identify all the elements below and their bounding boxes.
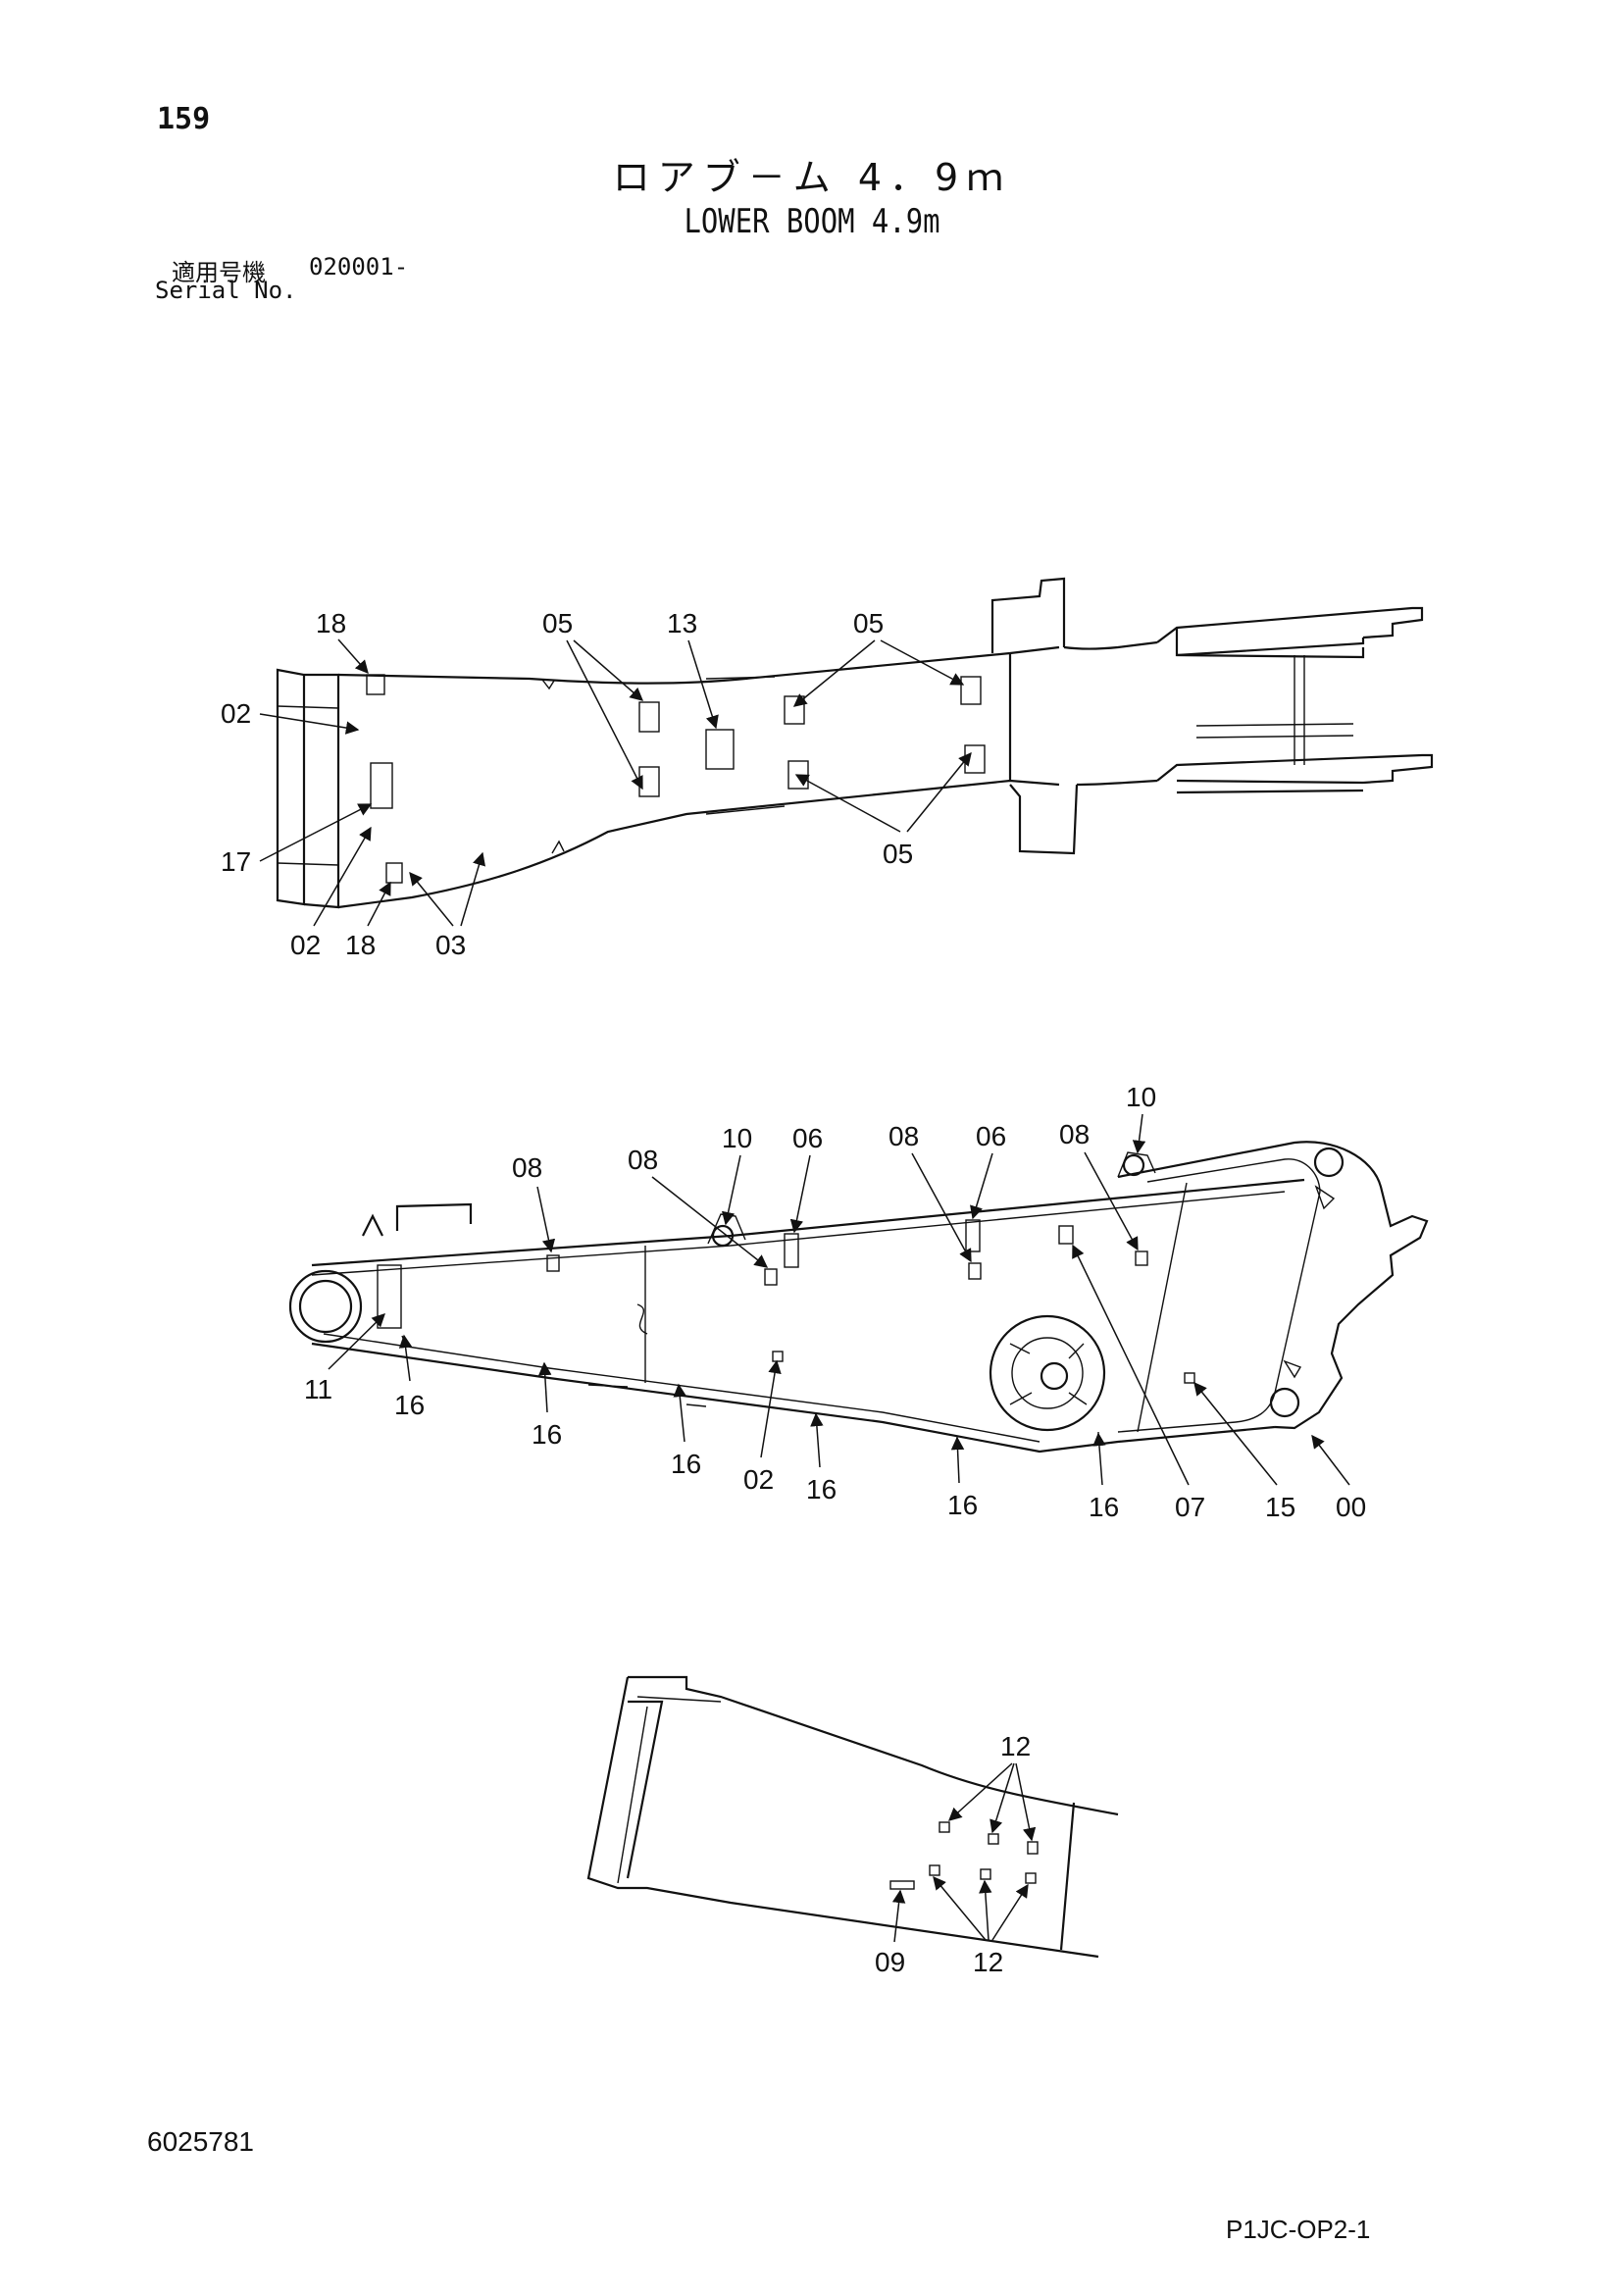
callout-12-top: 12 xyxy=(1000,1731,1031,1761)
callout-18-top: 18 xyxy=(316,608,346,638)
callout-16-d: 16 xyxy=(806,1474,837,1505)
callout-02-side: 02 xyxy=(743,1464,774,1495)
callout-12-bottom: 12 xyxy=(973,1947,1003,1977)
document-number: 6025781 xyxy=(147,2126,255,2157)
callout-15: 15 xyxy=(1265,1492,1295,1522)
detail-view-drawing xyxy=(586,1675,1119,1959)
callout-02-top: 02 xyxy=(221,698,251,729)
callout-10-left: 10 xyxy=(722,1123,752,1153)
callout-16-e: 16 xyxy=(947,1490,978,1520)
side-view-callouts: 10 08 08 10 06 08 06 08 11 16 16 16 02 1… xyxy=(304,1082,1366,1522)
callout-00: 00 xyxy=(1336,1492,1366,1522)
callout-17: 17 xyxy=(221,846,251,877)
detail-view-callouts: 12 09 12 xyxy=(875,1731,1037,1977)
callout-02-bottom: 02 xyxy=(290,930,321,960)
serial-value: 020001- xyxy=(309,253,409,281)
callout-05-b: 05 xyxy=(853,608,884,638)
callout-06-b: 06 xyxy=(976,1121,1006,1151)
callout-08-d: 08 xyxy=(1059,1119,1090,1149)
callout-05-a: 05 xyxy=(542,608,573,638)
top-view-drawing xyxy=(276,577,1434,909)
page-title-en: LOWER BOOM 4.9m xyxy=(684,202,940,241)
callout-08-c: 08 xyxy=(888,1121,919,1151)
side-view-drawing xyxy=(288,1141,1429,1454)
callout-05-c: 05 xyxy=(883,839,913,869)
serial-label-jp: 適用号機 xyxy=(172,259,266,286)
callout-18-bottom: 18 xyxy=(345,930,376,960)
page-number: 159 xyxy=(157,102,211,136)
page-title-jp: ロアブ－ム 4．9ｍ xyxy=(612,156,1012,199)
serial-label-en: Serial No. xyxy=(155,277,297,304)
top-view-callouts: 18 05 13 05 02 17 05 02 18 03 xyxy=(221,608,972,960)
callout-10-right: 10 xyxy=(1126,1082,1156,1112)
callout-16-a: 16 xyxy=(394,1390,425,1420)
callout-07: 07 xyxy=(1175,1492,1205,1522)
callout-13: 13 xyxy=(667,608,697,638)
page-reference: P1JC-OP2-1 xyxy=(1226,2215,1371,2244)
callout-06-a: 06 xyxy=(792,1123,823,1153)
callout-16-c: 16 xyxy=(671,1449,701,1479)
callout-03: 03 xyxy=(435,930,466,960)
callout-16-b: 16 xyxy=(532,1419,562,1450)
callout-08-b: 08 xyxy=(628,1145,658,1175)
callout-08-a: 08 xyxy=(512,1152,542,1183)
callout-16-f: 16 xyxy=(1089,1492,1119,1522)
callout-11: 11 xyxy=(304,1374,332,1404)
callout-09: 09 xyxy=(875,1947,905,1977)
